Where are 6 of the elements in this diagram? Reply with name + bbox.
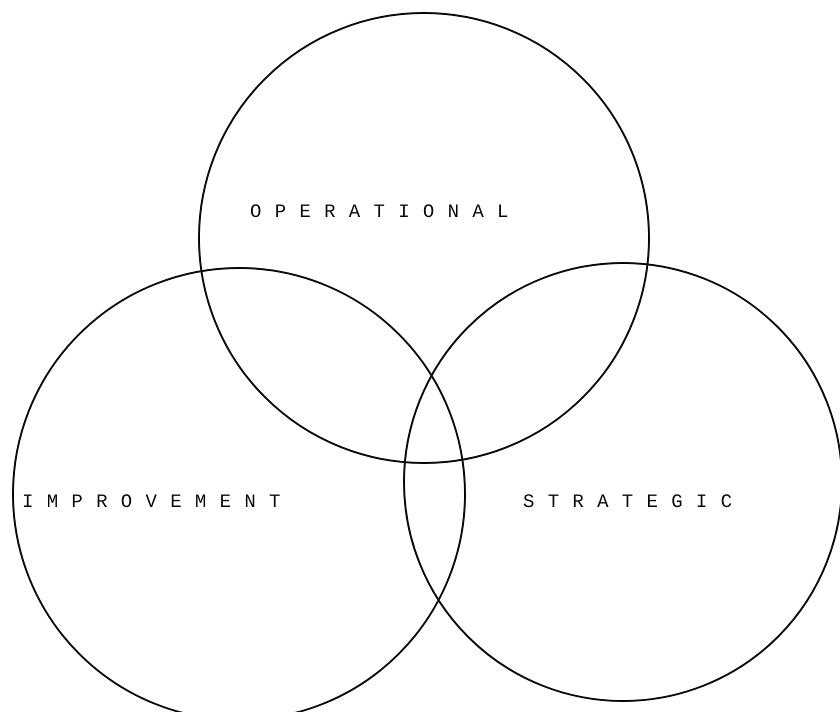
circle-label: OPERATIONAL xyxy=(250,201,522,223)
venn-circle xyxy=(12,267,466,712)
venn-circle xyxy=(403,262,840,702)
venn-circle xyxy=(198,12,650,464)
circle-label: STRATEGIC xyxy=(523,491,746,513)
circle-label: IMPROVEMENT xyxy=(22,491,294,513)
